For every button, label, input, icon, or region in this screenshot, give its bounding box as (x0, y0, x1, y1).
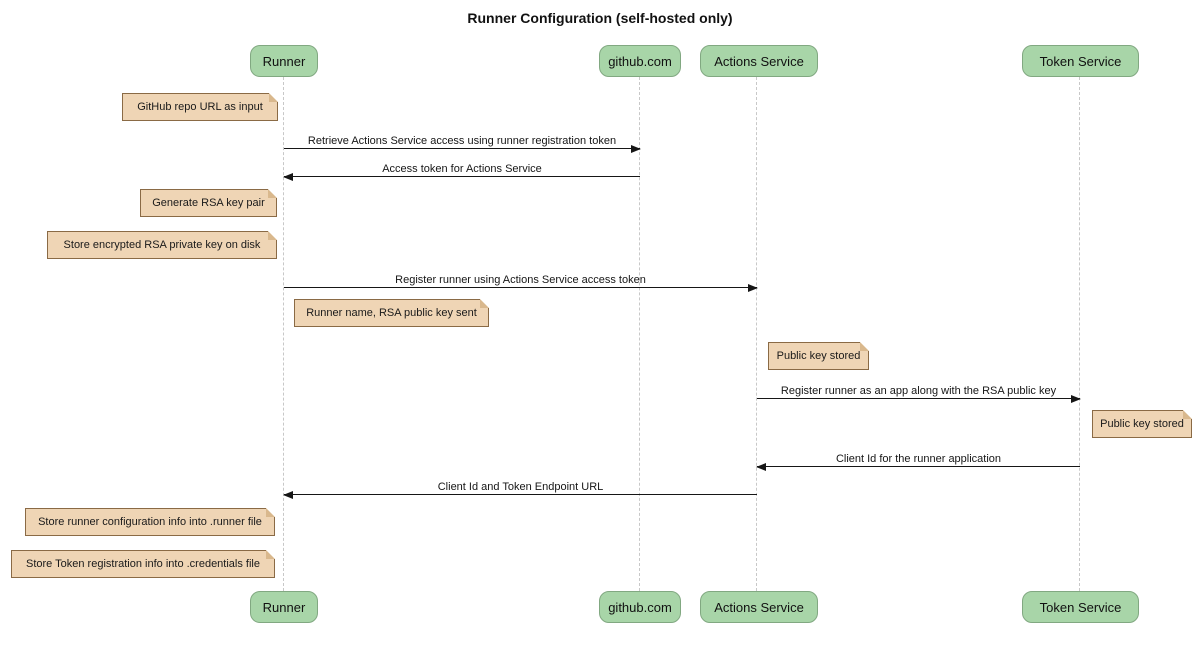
note-store-private-key: Store encrypted RSA private key on disk (47, 231, 277, 259)
message-label: Client Id for the runner application (835, 453, 1002, 465)
participant-label: github.com (608, 599, 672, 615)
message-line (757, 466, 1080, 467)
participant-actions-service-top: Actions Service (700, 45, 818, 77)
participant-token-service-top: Token Service (1022, 45, 1139, 77)
diagram-title: Runner Configuration (self-hosted only) (467, 10, 733, 26)
message-line (284, 176, 640, 177)
message-access-token: Access token for Actions Service (283, 163, 640, 181)
lifeline-runner (283, 77, 284, 591)
note-text: Store runner configuration info into .ru… (38, 516, 262, 528)
message-line (757, 398, 1080, 399)
note-store-credentials-file: Store Token registration info into .cred… (11, 550, 275, 578)
message-label: Register runner using Actions Service ac… (395, 274, 646, 286)
note-generate-rsa-key: Generate RSA key pair (140, 189, 277, 217)
participant-label: Runner (262, 599, 306, 615)
message-client-id-endpoint: Client Id and Token Endpoint URL (283, 481, 757, 499)
message-line (284, 148, 640, 149)
note-store-runner-file: Store runner configuration info into .ru… (25, 508, 275, 536)
note-text: Runner name, RSA public key sent (306, 307, 477, 319)
message-label: Retrieve Actions Service access using ru… (307, 135, 617, 147)
arrowhead-right-icon (631, 145, 641, 153)
participant-label: Actions Service (714, 53, 804, 69)
participant-token-service-bottom: Token Service (1022, 591, 1139, 623)
lifeline-github (639, 77, 640, 591)
participant-label: github.com (608, 53, 672, 69)
participant-runner-top: Runner (250, 45, 318, 77)
participant-github-bottom: github.com (599, 591, 681, 623)
participant-github-top: github.com (599, 45, 681, 77)
message-register-runner-app: Register runner as an app along with the… (757, 385, 1081, 403)
note-public-key-stored-token: Public key stored (1092, 410, 1192, 438)
note-text: Public key stored (1100, 418, 1184, 430)
participant-actions-service-bottom: Actions Service (700, 591, 818, 623)
arrowhead-right-icon (1071, 395, 1081, 403)
note-text: Store encrypted RSA private key on disk (63, 239, 261, 251)
message-client-id: Client Id for the runner application (756, 453, 1080, 471)
participant-label: Token Service (1039, 599, 1122, 615)
message-label: Client Id and Token Endpoint URL (437, 481, 604, 493)
message-retrieve-actions-access: Retrieve Actions Service access using ru… (284, 135, 641, 153)
lifeline-actions-service (756, 77, 757, 591)
message-register-runner: Register runner using Actions Service ac… (284, 274, 758, 292)
message-line (284, 287, 757, 288)
arrowhead-left-icon (283, 173, 293, 181)
arrowhead-left-icon (283, 491, 293, 499)
note-text: Store Token registration info into .cred… (26, 558, 260, 570)
note-text: GitHub repo URL as input (137, 101, 263, 113)
participant-label: Token Service (1039, 53, 1122, 69)
arrowhead-right-icon (748, 284, 758, 292)
note-github-repo-url: GitHub repo URL as input (122, 93, 278, 121)
message-label: Register runner as an app along with the… (780, 385, 1057, 397)
participant-runner-bottom: Runner (250, 591, 318, 623)
message-line (284, 494, 757, 495)
participant-label: Actions Service (714, 599, 804, 615)
participant-label: Runner (262, 53, 306, 69)
note-text: Generate RSA key pair (152, 197, 265, 209)
note-text: Public key stored (776, 350, 861, 362)
message-label: Access token for Actions Service (382, 163, 542, 175)
note-runner-name-public-key: Runner name, RSA public key sent (294, 299, 489, 327)
note-public-key-stored-actions: Public key stored (768, 342, 869, 370)
arrowhead-left-icon (756, 463, 766, 471)
lifeline-token-service (1079, 77, 1080, 591)
